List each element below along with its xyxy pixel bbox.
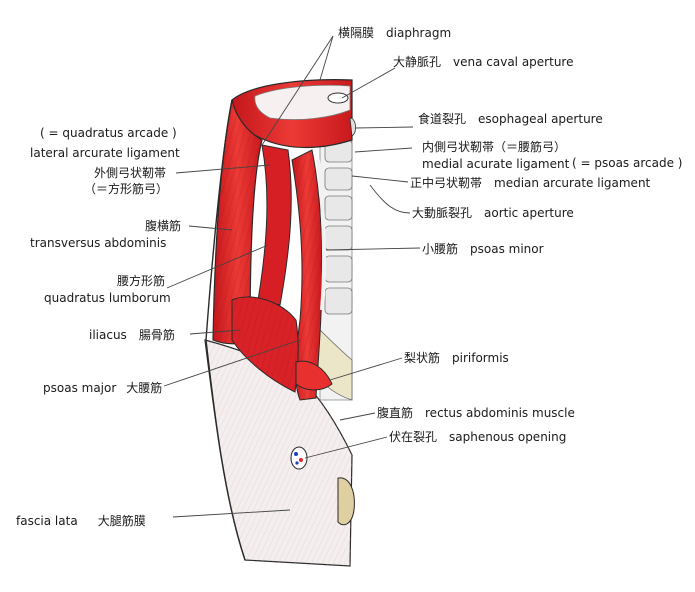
label-piriformis: 梨状筋 piriformis [404, 351, 509, 365]
label-lateral-arcuate-jp: 外側弓状靭帯 [94, 166, 167, 180]
label-medial-arcuate-alt: ( = psoas arcade ) [572, 156, 683, 170]
label-iliacus-en: iliacus [89, 328, 127, 342]
label-psoas-major: psoas major 大腰筋 [43, 381, 162, 395]
label-diaphragm-en: diaphragm [386, 26, 452, 40]
vena-caval-hole [327, 92, 349, 104]
label-piriformis-en: piriformis [452, 351, 509, 365]
label-diaphragm-jp: 横隔膜 [338, 26, 375, 40]
label-rectus-jp: 腹直筋 [377, 406, 414, 420]
label-quadratus-jp: 腰方形筋 [117, 274, 166, 288]
label-esophageal-jp: 食道裂孔 [418, 112, 467, 126]
label-esophageal-en: esophageal aperture [478, 112, 603, 126]
label-diaphragm: 横隔膜 diaphragm [338, 26, 451, 40]
label-aortic: 大動脈裂孔 aortic aperture [412, 206, 574, 220]
body-outline [205, 99, 246, 561]
saphenous-opening-shape [290, 446, 308, 470]
label-iliacus: iliacus 腸骨筋 [89, 328, 175, 342]
label-median-arcuate-en: median arcurate ligament [494, 176, 651, 190]
label-piriformis-jp: 梨状筋 [404, 351, 441, 365]
label-psoas-minor-en: psoas minor [470, 242, 544, 256]
psoas-minor-shape [316, 159, 327, 311]
label-median-arcuate-jp: 正中弓状靭帯 [410, 176, 483, 190]
label-transversus-en: transversus abdominis [30, 236, 167, 250]
label-rectus: 腹直筋 rectus abdominis muscle [377, 406, 575, 420]
label-saphenous-jp: 伏在裂孔 [389, 430, 438, 444]
label-lateral-arcuate-en: lateral arcurate ligament [30, 146, 180, 160]
label-transversus-jp: 腹横筋 [145, 219, 182, 233]
label-vena-caval: 大静脈孔 vena caval aperture [393, 55, 573, 69]
patella-shape [337, 477, 355, 526]
label-lateral-arcuate-jp-alt: （＝方形筋弓） [84, 182, 169, 196]
leader-lines [163, 35, 421, 518]
label-fascia-lata-jp: 大腿筋膜 [97, 514, 146, 528]
label-saphenous-en: saphenous opening [449, 430, 567, 444]
label-aortic-en: aortic aperture [484, 206, 574, 220]
label-median-arcuate: 正中弓状靭帯 median arcurate ligament [410, 176, 650, 190]
label-medial-arcuate-en: medial acurate ligament [422, 157, 570, 171]
label-iliacus-jp: 腸骨筋 [138, 328, 175, 342]
label-vena-caval-jp: 大静脈孔 [393, 55, 442, 69]
quadratus-lumborum-shape [257, 144, 292, 306]
piriformis-shape [295, 360, 333, 391]
label-quadratus-en: quadratus lumborum [44, 291, 171, 305]
esophageal-hole [349, 117, 356, 137]
label-psoas-minor-jp: 小腰筋 [422, 242, 459, 256]
label-aortic-jp: 大動脈裂孔 [412, 206, 473, 220]
label-vena-caval-en: vena caval aperture [453, 55, 574, 69]
label-psoas-major-en: psoas major [43, 381, 117, 395]
label-psoas-major-jp: 大腰筋 [126, 381, 163, 395]
label-fascia-lata-en: fascia lata [16, 514, 78, 528]
label-esophageal: 食道裂孔 esophageal aperture [418, 112, 603, 126]
label-saphenous: 伏在裂孔 saphenous opening [389, 430, 566, 444]
label-lateral-arcuate-alt: ( = quadratus arcade ) [40, 126, 177, 140]
label-rectus-en: rectus abdominis muscle [425, 406, 575, 420]
label-fascia-lata: fascia lata 大腿筋膜 [16, 514, 146, 528]
central-tendon [254, 84, 351, 120]
label-psoas-minor: 小腰筋 psoas minor [422, 242, 544, 256]
label-medial-arcuate-jp: 内側弓状靭帯（＝腰筋弓） [422, 140, 567, 154]
